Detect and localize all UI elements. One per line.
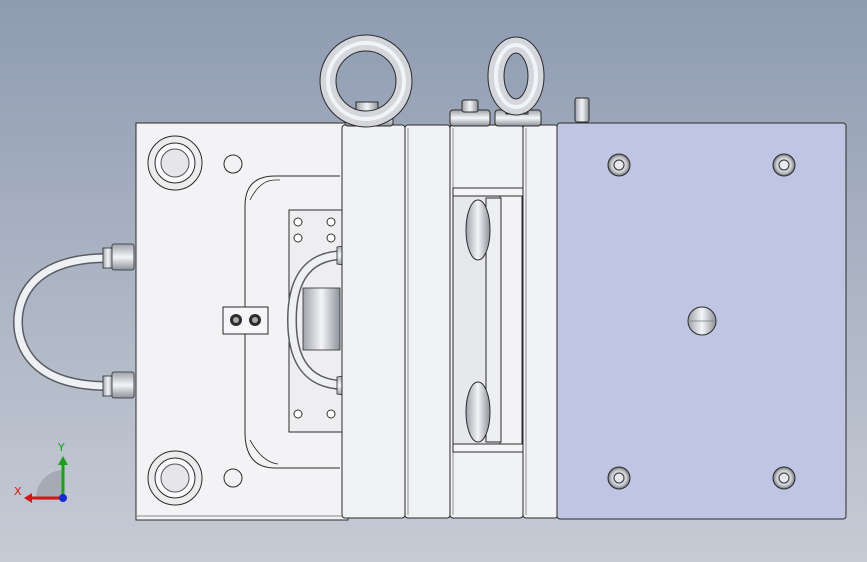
guide-bushing-bottom: [147, 450, 203, 506]
eyebolt-left[interactable]: [319, 34, 413, 128]
ejector-roller-top: [465, 199, 491, 261]
ejector-roller-bottom: [465, 381, 491, 443]
locating-ring: [687, 306, 717, 336]
clamp-block[interactable]: [222, 306, 269, 335]
bolt: [772, 466, 796, 490]
z-axis-dot: [59, 494, 67, 502]
right-clamp-plate[interactable]: [556, 122, 847, 520]
middle-plates[interactable]: [341, 124, 559, 519]
top-hardware[interactable]: [319, 34, 590, 128]
x-axis-label: X: [14, 485, 22, 498]
guide-bushing-top: [147, 135, 203, 191]
axis-triad: [24, 456, 68, 503]
left-cooling-hose[interactable]: [12, 243, 135, 399]
bolt: [772, 153, 796, 177]
bolt: [607, 466, 631, 490]
y-axis-label: Y: [58, 441, 65, 454]
bolt: [607, 153, 631, 177]
left-mold-plate[interactable]: [135, 122, 349, 521]
eyebolt-right[interactable]: [487, 36, 545, 116]
screw-hole: [223, 468, 243, 488]
screw-hole: [223, 154, 243, 174]
